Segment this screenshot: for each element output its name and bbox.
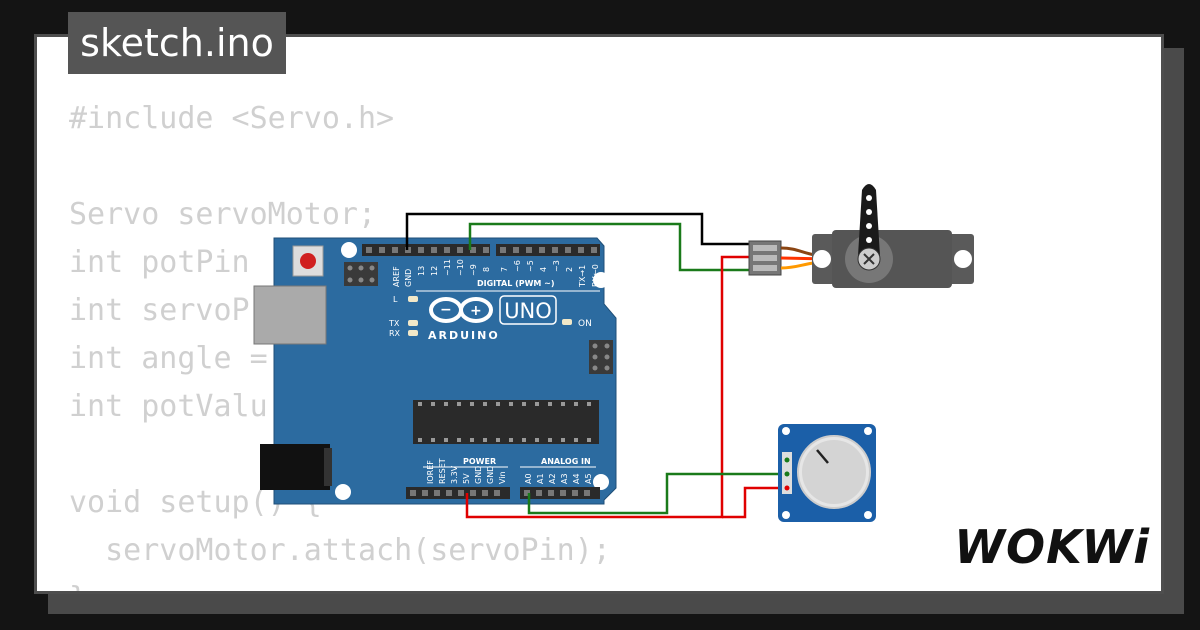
code-line: void setup() { [69,485,322,520]
code-line: int angle = [69,341,268,376]
file-tab[interactable]: sketch.ino [68,12,286,74]
pin-label: 2 [565,267,574,272]
pin-label: A2 [548,473,557,484]
pin-label: 13 [417,266,426,276]
pot-knob[interactable] [802,440,866,504]
pin-label: RX←0 [591,264,600,287]
icsp-header-right [589,340,613,374]
pin-label: GND [474,466,483,484]
mounting-hole [335,484,351,500]
wires [405,212,784,519]
led-tx-label: TX [388,319,400,328]
digital-label: DIGITAL (PWM ~) [477,279,555,288]
code-line: int potValu [69,389,268,424]
code-line: int servoP [69,293,250,328]
pin-label: 8 [482,267,491,272]
digital-header-right [496,244,600,256]
uno-frame [499,295,557,325]
mounting-hole [593,272,609,288]
code-line: #include <Servo.h> [69,101,395,136]
potentiometer[interactable] [778,424,876,522]
code-line: int potPin [69,245,250,280]
pin-label: A5 [584,473,593,484]
model-label: UNO [504,299,552,323]
pin-label: ~5 [526,260,535,272]
pin-label: ~11 [443,259,452,276]
pin-label: A4 [572,473,581,484]
pin-label: Vin [498,471,507,484]
led-rx-label: RX [389,329,401,338]
pot-signal-wire[interactable] [527,472,784,515]
led-on [562,319,572,325]
pin-label: 7 [500,267,509,272]
pin-label: GND [404,269,413,287]
icsp-header [344,262,378,286]
on-label: ON [578,319,592,329]
pot-power-wire[interactable] [722,486,784,519]
pin-label: 4 [539,267,548,272]
usb-port [253,285,327,345]
atmega-chip [413,400,599,444]
analog-label: ANALOG IN [541,457,591,466]
pin-label: ~6 [513,260,522,272]
led-l [408,296,418,302]
led-tx [408,320,418,326]
code-line: Servo servoMotor; [69,197,377,232]
led-l-label: L [393,295,398,304]
code-line: servoMotor.attach(servoPin); [69,533,611,568]
mounting-hole [341,242,357,258]
svg-text:+: + [470,303,482,319]
pin-label: 5V [462,473,471,484]
pin-label: A0 [524,473,533,484]
mounting-hole [593,474,609,490]
pin-label: 12 [430,266,439,276]
code-background: #include <Servo.h> Servo servoMotor; int p… [69,95,611,591]
pin-label: ~9 [469,264,478,276]
pin-label: 3.3V [450,465,459,484]
servo-motor[interactable] [748,184,974,288]
reset-button-cap [300,253,316,269]
brand-label: ARDUINO [428,329,500,342]
pin-label: TX→1 [578,265,587,288]
pin-label: GND [486,466,495,484]
svg-text:−: − [440,302,452,318]
pin-label: A3 [560,473,569,484]
code-line: } [69,575,611,591]
wokwi-logo: WOKWi [954,520,1150,574]
arduino-uno-board[interactable]: AREF GND 13 12 ~11 ~10 ~9 8 7 ~6 ~5 4 ~3… [253,237,617,505]
arduino-infinity-logo [429,297,493,323]
servo-signal-wire[interactable] [468,222,752,272]
ground-wire[interactable] [405,212,752,250]
power-jack [260,444,330,490]
pin-label: AREF [392,266,401,287]
pin-label: IOREF [426,460,435,484]
pin-label: ~10 [456,259,465,276]
pin-label: A1 [536,473,545,484]
pot-indicator [816,449,829,464]
pin-label: ~3 [552,260,561,272]
pin-label: RESET [438,458,447,484]
power-label: POWER [463,457,496,466]
led-rx [408,330,418,336]
